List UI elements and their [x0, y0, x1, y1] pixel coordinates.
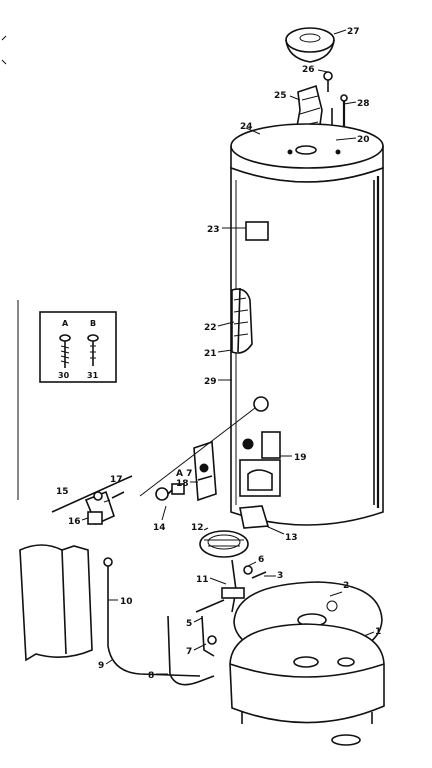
access-cover — [239, 505, 270, 529]
jacket-panel-fold — [61, 549, 67, 655]
label-26: 26 — [302, 65, 315, 75]
label-27: 27 — [347, 27, 360, 37]
label-17: 17 — [110, 475, 123, 485]
inner-door — [193, 440, 217, 502]
inset-col-b: B — [90, 319, 96, 328]
label-9: 9 — [98, 661, 104, 671]
label-8: 8 — [148, 671, 154, 681]
label-1: 1 — [375, 627, 381, 637]
label-30: 30 — [58, 371, 70, 380]
top-cap — [285, 27, 335, 63]
label-7: 7 — [186, 647, 192, 657]
sight-glass — [253, 396, 269, 412]
gas-control-valve — [51, 475, 133, 526]
label-14: 14 — [153, 523, 166, 533]
label-13: 13 — [285, 533, 298, 543]
thermocouple — [167, 615, 215, 686]
control-labels — [239, 431, 281, 497]
label-28: 28 — [357, 99, 370, 109]
label-2: 2 — [343, 581, 349, 591]
pilot-tubing — [107, 566, 201, 677]
label-3: 3 — [277, 571, 283, 581]
insulation-cutaway — [231, 287, 253, 354]
label-19: 19 — [294, 453, 307, 463]
label-a7: A 7 — [176, 469, 192, 479]
label-31: 31 — [87, 371, 99, 380]
label-12: 12 — [191, 523, 204, 533]
label-20: 20 — [357, 135, 370, 145]
label-15: 15 — [56, 487, 69, 497]
rating-plate — [245, 221, 269, 241]
igniter — [155, 483, 185, 501]
inset-col-a: A — [62, 319, 69, 328]
label-24: 24 — [240, 122, 253, 132]
label-16: 16 — [68, 517, 81, 527]
label-22: 22 — [204, 323, 217, 333]
wood-screw — [59, 334, 71, 368]
label-18: 18 — [176, 479, 189, 489]
label-25: 25 — [274, 91, 287, 101]
label-29: 29 — [204, 377, 217, 387]
sight-glass-pointer — [139, 407, 256, 497]
label-23: 23 — [207, 225, 220, 235]
tube-fitting — [103, 557, 113, 567]
label-21: 21 — [204, 349, 217, 359]
manifold-assembly — [195, 559, 267, 657]
draft-knob — [323, 71, 333, 92]
label-6: 6 — [258, 555, 264, 565]
leader-lines — [81, 29, 375, 675]
label-10: 10 — [120, 597, 133, 607]
screw-inset — [39, 311, 117, 383]
jacket-panel — [19, 544, 93, 662]
label-5: 5 — [186, 619, 192, 629]
margin-mark — [1, 35, 7, 65]
tank-base — [229, 623, 385, 746]
machine-screw — [87, 334, 99, 366]
burner — [199, 530, 249, 558]
label-11: 11 — [196, 575, 209, 585]
